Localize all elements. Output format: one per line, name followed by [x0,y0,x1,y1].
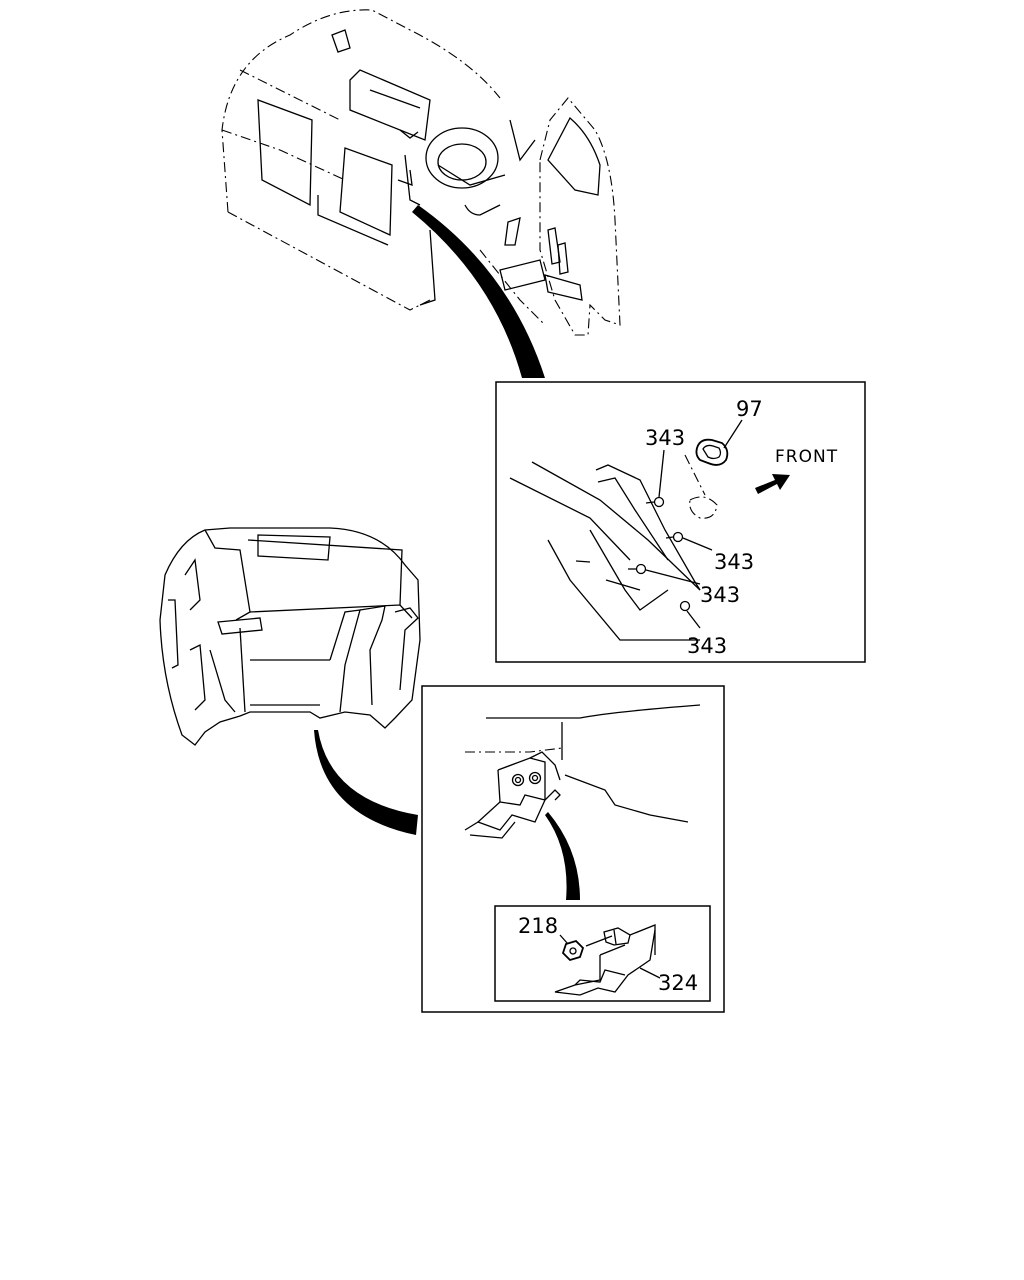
dashboard-illustration [159,527,421,746]
callout-97: 97 [736,397,763,421]
callout-343-top: 343 [645,426,685,450]
leader-pointer-inner [545,812,580,900]
detail-box-hardware [494,905,711,1002]
front-label: FRONT [775,447,838,467]
callout-343-right-2: 343 [700,583,740,607]
callout-218: 218 [518,914,558,938]
cab-interior-illustration [221,9,621,336]
leader-pointer-middle [314,730,418,835]
callout-324: 324 [658,971,698,995]
detail-box-clips [495,381,866,663]
arrow-icon [755,474,790,494]
leader-pointer-top [412,205,545,378]
callout-343-right-1: 343 [714,550,754,574]
callout-343-bottom: 343 [687,634,727,658]
